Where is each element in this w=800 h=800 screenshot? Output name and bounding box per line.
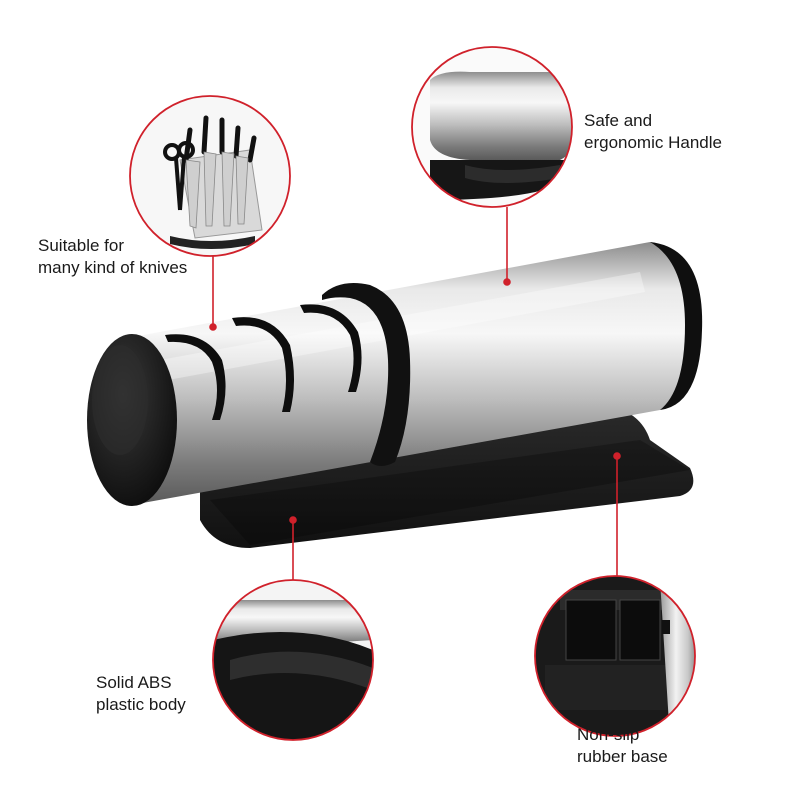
sharpening-slots <box>165 304 362 420</box>
label-base-line2: rubber base <box>577 747 668 766</box>
label-handle-line1: Safe and <box>584 111 653 130</box>
label-body-line2: plastic body <box>96 695 186 714</box>
label-handle: Safe and ergonomic Handle <box>584 110 722 154</box>
label-body: Solid ABS plastic body <box>96 672 186 716</box>
label-knives-line2: many kind of knives <box>38 258 188 277</box>
label-knives-line1: Suitable for <box>38 236 124 255</box>
knife-set-icon <box>129 95 291 257</box>
abs-body-closeup-icon <box>212 579 374 741</box>
leader-lines <box>209 207 621 580</box>
rubber-base-closeup-icon <box>534 575 696 737</box>
label-handle-line2: ergonomic Handle <box>584 133 722 152</box>
handle-closeup-icon <box>411 46 573 208</box>
steel-cylinder <box>127 242 700 504</box>
rubber-ring <box>322 282 411 466</box>
knife-sharpener <box>87 242 703 548</box>
rubber-base <box>200 406 694 548</box>
label-base-line1: Non-slip <box>577 725 640 744</box>
label-base: Non-slip rubber base <box>577 724 668 768</box>
label-knives: Suitable for many kind of knives <box>38 235 187 279</box>
label-body-line1: Solid ABS <box>96 673 172 692</box>
